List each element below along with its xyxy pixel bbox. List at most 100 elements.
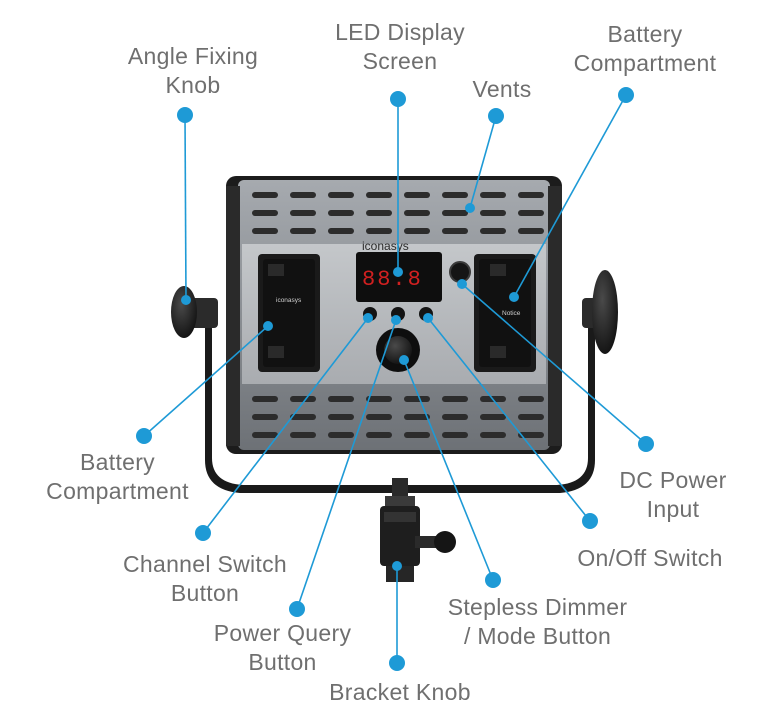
label-line: Vents — [472, 76, 532, 102]
vent-slot — [290, 228, 316, 234]
brand-logo-text: iconasys — [362, 239, 409, 253]
leader-on-off-switch-target-dot — [423, 313, 433, 323]
leader-channel-switch-button-dot — [195, 525, 211, 541]
vents-bottom — [252, 396, 544, 438]
leader-vents-target-dot — [465, 203, 475, 213]
vent-slot — [404, 396, 430, 402]
vent-slot — [480, 192, 506, 198]
led-display-digits: 88.8 — [362, 267, 423, 292]
vent-slot — [404, 210, 430, 216]
label-channel-switch-button: Channel Switch Button — [110, 550, 300, 608]
label-line: Battery — [607, 21, 683, 47]
leader-on-off-switch-dot — [582, 513, 598, 529]
angle-fixing-knob-left[interactable] — [171, 286, 218, 338]
vent-slot — [290, 414, 316, 420]
vent-slot — [442, 414, 468, 420]
leader-battery-compartment-top-dot — [618, 87, 634, 103]
vent-slot — [480, 228, 506, 234]
vent-slot — [518, 432, 544, 438]
leader-on-off-switch-line — [427, 317, 591, 522]
leader-angle-fixing-knob-line — [184, 114, 187, 301]
label-line: Bracket Knob — [329, 679, 471, 705]
vent-slot — [518, 414, 544, 420]
label-power-query-button: Power Query Button — [200, 619, 365, 677]
leader-battery-compartment-top-line — [513, 94, 627, 298]
battery-brand-text: iconasys — [276, 297, 302, 304]
label-on-off-switch: On/Off Switch — [565, 544, 735, 573]
vent-slot — [252, 432, 278, 438]
label-line: Power Query — [213, 620, 352, 646]
notice-text: Notice — [502, 310, 521, 317]
label-line: Compartment — [573, 50, 717, 76]
stepless-dimmer-knob[interactable] — [376, 328, 420, 372]
leader-battery-compartment-left-target-dot — [263, 321, 273, 331]
battery-compartment-right[interactable]: Notice — [474, 254, 536, 372]
label-dc-power-input: DC Power Input — [608, 466, 738, 524]
vent-slot — [442, 192, 468, 198]
battery-compartment-left[interactable]: iconasys — [258, 254, 320, 372]
vent-slot — [328, 210, 354, 216]
led-display-screen: 88.8 — [356, 252, 442, 302]
label-led-display-screen: LED Display Screen — [325, 18, 475, 76]
vent-slot — [404, 432, 430, 438]
label-line: Screen — [362, 48, 438, 74]
vent-slot — [328, 432, 354, 438]
label-line: Battery — [80, 449, 155, 475]
leader-power-query-button-dot — [289, 601, 305, 617]
label-line: Compartment — [46, 478, 189, 504]
label-vents: Vents — [462, 75, 542, 104]
label-line: On/Off Switch — [577, 545, 723, 571]
label-line: LED Display — [335, 19, 465, 45]
leader-dc-power-input-line — [461, 283, 647, 445]
vent-slot — [366, 414, 392, 420]
vent-slot — [480, 432, 506, 438]
vent-slot — [442, 432, 468, 438]
label-line: Button — [248, 649, 317, 675]
vent-slot — [366, 228, 392, 234]
label-battery-compartment-top: Battery Compartment — [560, 20, 730, 78]
leader-battery-compartment-top-target-dot — [509, 292, 519, 302]
vent-slot — [518, 192, 544, 198]
dc-power-input[interactable] — [449, 261, 471, 283]
leader-dc-power-input-target-dot — [457, 279, 467, 289]
vent-slot — [442, 210, 468, 216]
leader-bracket-knob-dot — [389, 655, 405, 671]
vent-slot — [328, 396, 354, 402]
angle-fixing-knob-right[interactable] — [582, 270, 618, 354]
leader-channel-switch-button-line — [202, 317, 369, 534]
vent-slot — [252, 396, 278, 402]
vent-slot — [366, 192, 392, 198]
leader-dc-power-input-dot — [638, 436, 654, 452]
leader-angle-fixing-knob-dot — [177, 107, 193, 123]
label-line: Input — [646, 496, 700, 522]
vent-slot — [290, 192, 316, 198]
leader-led-display-screen-target-dot — [393, 267, 403, 277]
vent-slot — [366, 396, 392, 402]
vent-slot — [328, 192, 354, 198]
label-line: Knob — [165, 72, 221, 98]
leader-led-display-screen-dot — [390, 91, 406, 107]
label-line: DC Power — [619, 467, 727, 493]
vents-top — [252, 192, 544, 234]
vent-slot — [290, 396, 316, 402]
label-bracket-knob: Bracket Knob — [325, 678, 475, 707]
vent-slot — [518, 210, 544, 216]
label-line: Channel Switch — [122, 551, 287, 577]
leader-stepless-dimmer-dot — [485, 572, 501, 588]
leader-battery-compartment-left-dot — [136, 428, 152, 444]
vent-slot — [518, 396, 544, 402]
label-line: Stepless Dimmer — [447, 594, 628, 620]
vent-slot — [252, 414, 278, 420]
vent-slot — [518, 228, 544, 234]
vent-slot — [328, 228, 354, 234]
leader-bracket-knob-target-dot — [392, 561, 402, 571]
leader-power-query-button-target-dot — [391, 315, 401, 325]
vent-slot — [366, 210, 392, 216]
label-battery-compartment-left: Battery Compartment — [35, 448, 200, 506]
leader-power-query-button-line — [296, 319, 397, 610]
vent-slot — [404, 192, 430, 198]
leader-stepless-dimmer-line — [403, 359, 494, 581]
vent-slot — [328, 414, 354, 420]
leader-stepless-dimmer-target-dot — [399, 355, 409, 365]
